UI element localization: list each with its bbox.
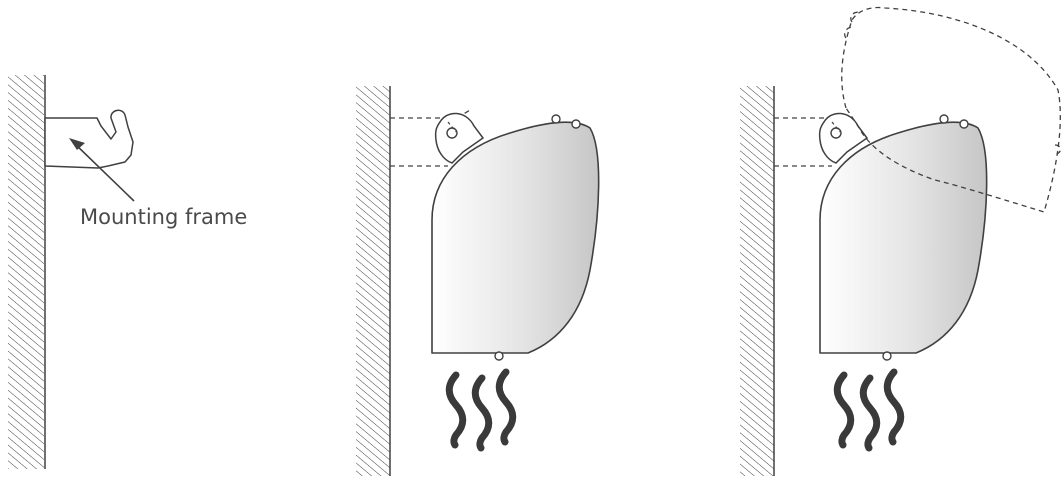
heat-waves <box>449 372 513 448</box>
heater-body <box>819 114 988 361</box>
hanging-hook <box>818 112 869 164</box>
hanging-hook <box>434 112 485 164</box>
heat-waves <box>837 372 901 448</box>
mounting-bracket <box>44 109 134 169</box>
mounting-frame-label: Mounting frame <box>80 205 248 229</box>
panel-heater-hung <box>356 86 600 476</box>
wall <box>740 86 775 476</box>
heater-body <box>431 114 600 361</box>
label-pointer-arrow <box>69 138 135 202</box>
wall <box>356 86 391 476</box>
wall <box>8 75 46 469</box>
heater-tilted-outline <box>841 6 1062 213</box>
panel-mounting-frame <box>8 75 135 469</box>
panel-heater-rotated <box>740 6 1062 476</box>
